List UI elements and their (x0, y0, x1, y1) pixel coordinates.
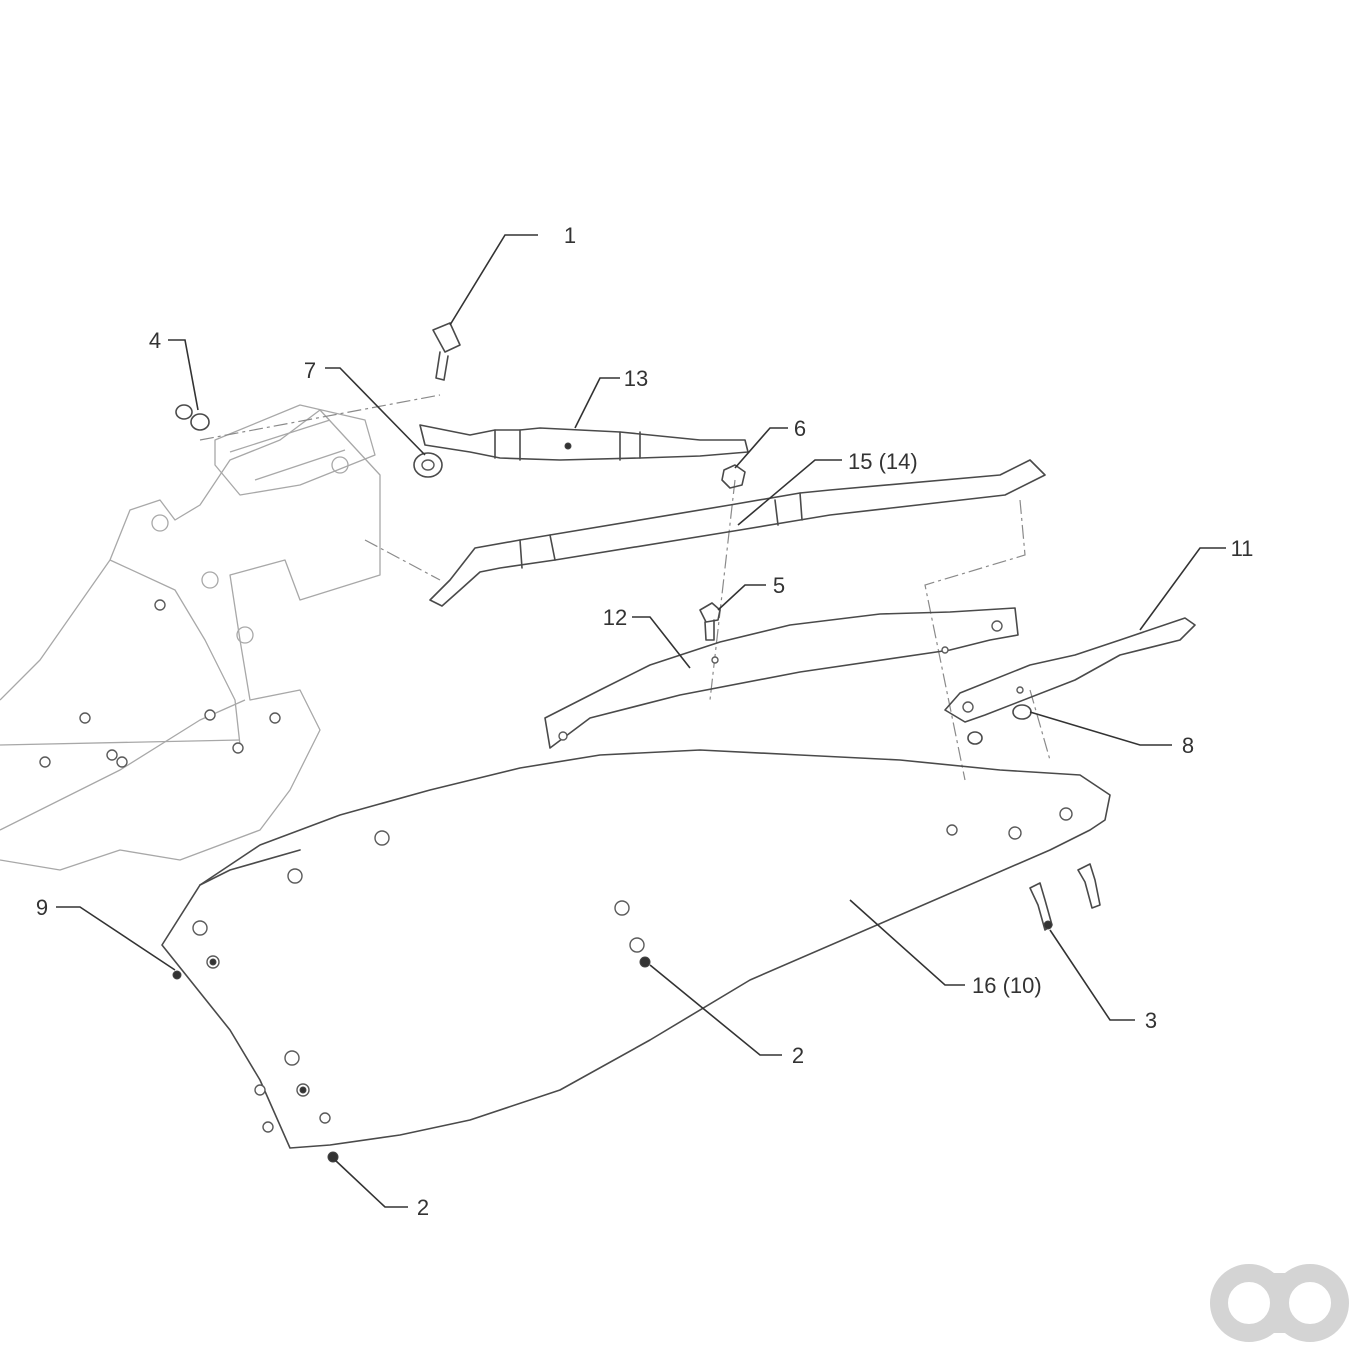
callout-label-2: 2 (792, 1043, 804, 1068)
callout-label-7: 7 (304, 358, 316, 383)
callout-label-16: 16 (10) (972, 973, 1042, 998)
strap-part-11 (944, 617, 1196, 723)
nut-part-6 (721, 464, 746, 489)
callout-label-11: 11 (1231, 536, 1254, 561)
bolt-part-3 (1029, 863, 1101, 931)
mouldboard-part-16 (161, 749, 1111, 1163)
bolt-part-1 (432, 322, 461, 381)
bracket-part-12 (544, 607, 1019, 749)
washer-part-8 (967, 704, 1032, 745)
callout-label-4: 4 (149, 328, 161, 353)
assembly-axis-lines (199, 394, 1051, 781)
turnbuckle-part-15 (429, 459, 1046, 607)
callout-label-5: 5 (773, 573, 785, 598)
callout-label-13: 13 (624, 366, 648, 391)
brand-logo-icon (1210, 1264, 1349, 1342)
callout-label-15: 15 (14) (848, 449, 918, 474)
callout-label-8: 8 (1182, 733, 1194, 758)
callout-labels: 1 4 7 13 6 15 (14) 11 5 12 8 9 16 (10) 3… (36, 223, 1254, 1220)
callout-label-6: 6 (794, 416, 806, 441)
callout-label-3: 3 (1145, 1008, 1157, 1033)
callout-label-2: 2 (417, 1195, 429, 1220)
bolt-part-5 (699, 602, 721, 641)
leader-lines (56, 234, 1226, 1208)
plough-frame-background (0, 404, 381, 871)
callout-label-12: 12 (603, 605, 627, 630)
callout-label-1: 1 (564, 223, 576, 248)
nut-part-4 (175, 404, 210, 431)
callout-label-9: 9 (36, 895, 48, 920)
turnbuckle-part-13 (419, 424, 749, 461)
nut-part-7 (413, 452, 443, 478)
